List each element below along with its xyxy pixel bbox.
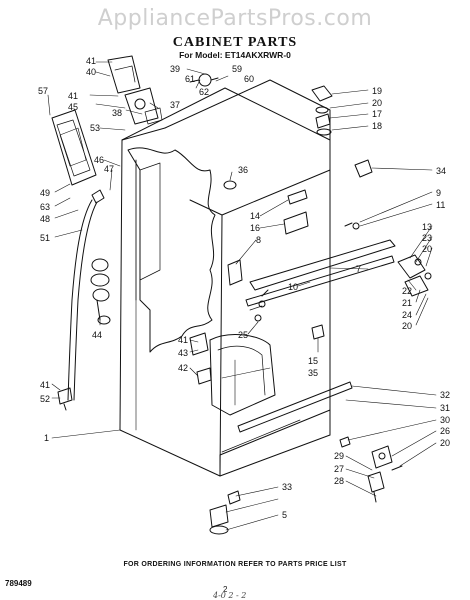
callout-46: 46 xyxy=(94,155,104,165)
callout-20: 20 xyxy=(422,244,432,254)
callout-9: 9 xyxy=(436,188,441,198)
callout-7: 7 xyxy=(356,264,361,274)
callout-29: 29 xyxy=(334,451,344,461)
callout-35: 35 xyxy=(308,368,318,378)
callout-47: 47 xyxy=(104,164,114,174)
shelf-rail xyxy=(245,239,396,311)
callout-27: 27 xyxy=(334,464,344,474)
left-breaker-panel xyxy=(51,109,97,186)
callout-31: 31 xyxy=(440,403,450,413)
callout-28: 28 xyxy=(334,476,344,486)
center-door-parts xyxy=(223,180,309,286)
drain-tube-and-cord xyxy=(67,189,111,401)
callout-1: 1 xyxy=(44,433,49,443)
callout-53: 53 xyxy=(90,123,100,133)
callout-20: 20 xyxy=(402,321,412,331)
callout-61: 61 xyxy=(185,74,195,84)
front-leveling-leg xyxy=(57,387,73,411)
leader-lines xyxy=(47,61,437,531)
cabinet-body xyxy=(119,79,331,477)
bottom-right-roller-parts xyxy=(339,436,403,503)
callout-40: 40 xyxy=(86,67,96,77)
callout-41: 41 xyxy=(68,91,78,101)
callout-36: 36 xyxy=(238,165,248,175)
callout-43: 43 xyxy=(178,348,188,358)
callout-32: 32 xyxy=(440,390,450,400)
callout-10: 10 xyxy=(288,282,298,292)
callout-20: 20 xyxy=(372,98,382,108)
callout-45: 45 xyxy=(68,102,78,112)
callout-57: 57 xyxy=(38,86,48,96)
callout-63: 63 xyxy=(40,202,50,212)
callout-60: 60 xyxy=(244,74,254,84)
page-number: 2 xyxy=(223,585,228,594)
ordering-info-footer: FOR ORDERING INFORMATION REFER TO PARTS … xyxy=(123,561,347,568)
cabinet-base xyxy=(209,381,353,535)
callout-26: 26 xyxy=(440,426,450,436)
callout-20: 20 xyxy=(440,438,450,448)
callout-42: 42 xyxy=(178,363,188,373)
callout-5: 5 xyxy=(282,510,287,520)
callout-17: 17 xyxy=(372,109,382,119)
callout-52: 52 xyxy=(40,394,50,404)
callout-14: 14 xyxy=(250,211,260,221)
callout-33: 33 xyxy=(282,482,292,492)
callout-51: 51 xyxy=(40,233,50,243)
watermark: AppliancePartsPros.com xyxy=(97,6,373,31)
callout-41: 41 xyxy=(178,335,188,345)
callout-62: 62 xyxy=(199,87,209,97)
callout-30: 30 xyxy=(440,415,450,425)
lower-fasteners xyxy=(254,314,325,340)
callout-18: 18 xyxy=(372,121,382,131)
callout-37: 37 xyxy=(170,100,180,110)
model-number: For Model: ET14AKXRWR-0 xyxy=(179,50,291,60)
callout-44: 44 xyxy=(92,330,102,340)
callout-41: 41 xyxy=(40,380,50,390)
compressor-area xyxy=(189,332,276,416)
inner-liner xyxy=(127,147,216,353)
callout-59: 59 xyxy=(232,64,242,74)
callout-25: 25 xyxy=(238,330,248,340)
callout-21: 21 xyxy=(402,298,412,308)
callout-23: 23 xyxy=(422,233,432,243)
page-title: CABINET PARTS xyxy=(172,35,298,50)
callout-38: 38 xyxy=(112,108,122,118)
document-number: 789489 xyxy=(5,579,32,588)
callout-16: 16 xyxy=(250,223,260,233)
callout-22: 22 xyxy=(402,286,412,296)
callout-labels: 41 39 59 40 61 60 57 62 41 45 37 38 53 4… xyxy=(38,56,450,520)
callout-19: 19 xyxy=(372,86,382,96)
callout-48: 48 xyxy=(40,214,50,224)
callout-13: 13 xyxy=(422,222,432,232)
top-right-thermostat-parts xyxy=(311,85,333,136)
handwritten-note: 4-0 2 - 2 xyxy=(213,591,247,600)
callout-39: 39 xyxy=(170,64,180,74)
callout-41: 41 xyxy=(86,56,96,66)
callout-11: 11 xyxy=(436,200,445,210)
callout-49: 49 xyxy=(40,188,50,198)
callout-24: 24 xyxy=(402,310,412,320)
callout-8: 8 xyxy=(256,235,261,245)
right-hinge-parts xyxy=(344,159,432,297)
callout-34: 34 xyxy=(436,166,446,176)
callout-15: 15 xyxy=(308,356,318,366)
